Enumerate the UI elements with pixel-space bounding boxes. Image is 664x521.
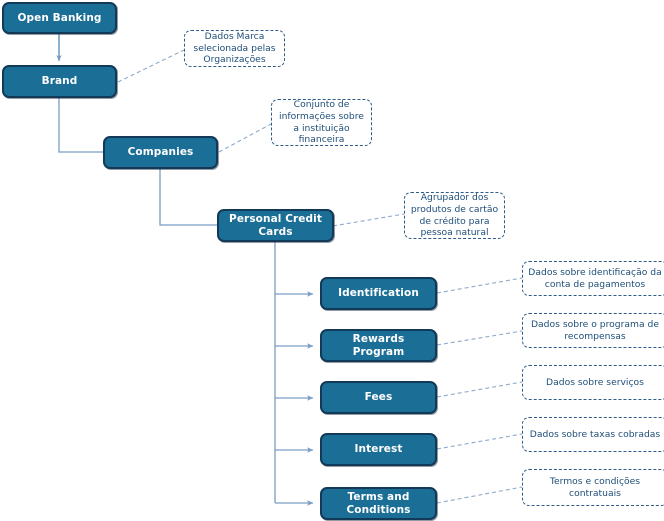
note-personal-credit-cards: Agrupador dos produtos de cartão de créd…: [404, 192, 505, 239]
note-interest: Dados sobre taxas cobradas: [522, 417, 664, 452]
note-terms-and-conditions-text: Termos e condições contratuais: [549, 475, 641, 499]
node-fees-label: Fees: [364, 391, 393, 404]
note-fees: Dados sobre serviços: [522, 365, 664, 400]
node-terms-and-conditions[interactable]: Terms and Conditions: [320, 487, 437, 520]
note-personal-credit-cards-text: Agrupador dos produtos de cartão de créd…: [410, 191, 499, 239]
note-rewards-program-text: Dados sobre o programa de recompensas: [530, 318, 660, 342]
node-rewards-program-label: Rewards Program: [352, 333, 405, 358]
node-brand-label: Brand: [41, 75, 78, 88]
node-open-banking[interactable]: Open Banking: [2, 2, 117, 34]
note-interest-text: Dados sobre taxas cobradas: [529, 428, 661, 440]
node-identification-label: Identification: [338, 287, 419, 300]
note-brand-text: Dados Marca selecionada pelas Organizaçõ…: [193, 30, 276, 66]
note-identification: Dados sobre identificação da conta de pa…: [522, 261, 664, 296]
node-identification[interactable]: Identification: [320, 277, 437, 310]
node-brand[interactable]: Brand: [2, 65, 117, 98]
node-fees[interactable]: Fees: [320, 381, 437, 414]
note-brand: Dados Marca selecionada pelas Organizaçõ…: [184, 30, 285, 67]
node-rewards-program[interactable]: Rewards Program: [320, 329, 437, 362]
note-rewards-program: Dados sobre o programa de recompensas: [522, 313, 664, 348]
note-identification-text: Dados sobre identificação da conta de pa…: [528, 266, 662, 290]
node-companies[interactable]: Companies: [103, 136, 218, 169]
node-interest[interactable]: Interest: [320, 433, 437, 466]
note-companies: Conjunto de informações sobre a institui…: [271, 99, 372, 146]
node-companies-label: Companies: [127, 146, 194, 159]
note-fees-text: Dados sobre serviços: [546, 376, 644, 388]
node-terms-and-conditions-label: Terms and Conditions: [346, 491, 411, 516]
note-terms-and-conditions: Termos e condições contratuais: [522, 469, 664, 506]
note-leaders: [117, 49, 523, 504]
node-open-banking-label: Open Banking: [17, 11, 102, 24]
node-personal-credit-cards[interactable]: Personal Credit Cards: [217, 209, 334, 242]
node-personal-credit-cards-label: Personal Credit Cards: [229, 213, 322, 238]
note-companies-text: Conjunto de informações sobre a institui…: [279, 98, 364, 146]
edge-trunk-personal-credit-cards: [274, 241, 314, 506]
node-interest-label: Interest: [354, 443, 403, 456]
